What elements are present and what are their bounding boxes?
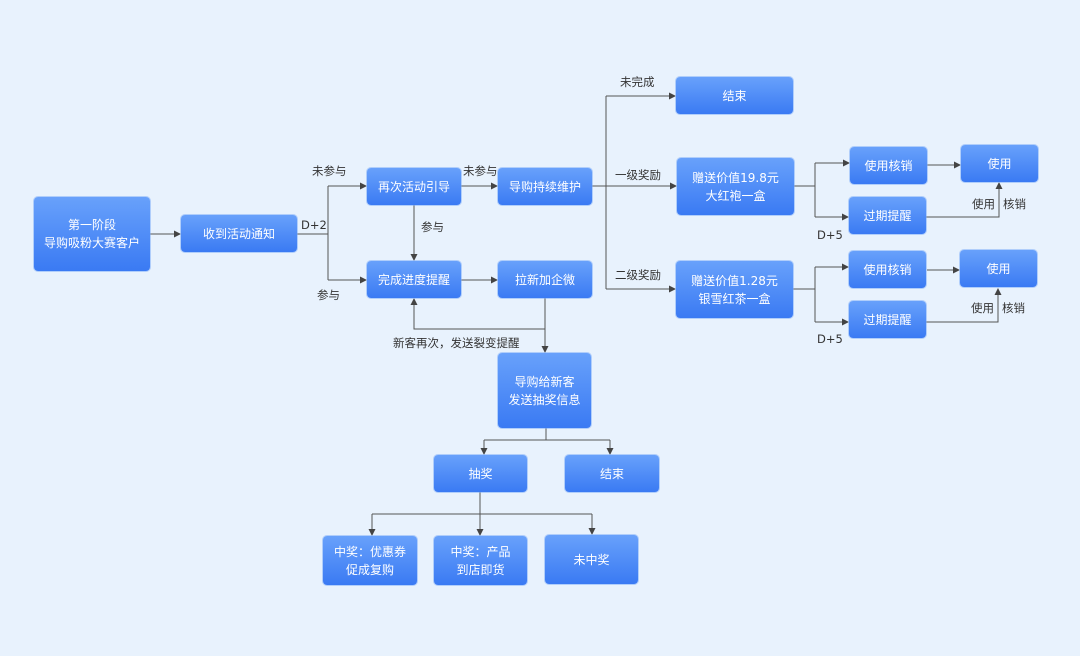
edge bbox=[410, 298, 545, 330]
node-start[interactable]: 第一阶段导购吸粉大赛客户 bbox=[34, 197, 150, 271]
node-text: 赠送价值19.8元 bbox=[692, 170, 779, 185]
edge-label: D+5 bbox=[817, 228, 843, 242]
edge-label: 二级奖励 bbox=[615, 268, 661, 282]
edge bbox=[372, 492, 592, 515]
edge bbox=[926, 288, 1002, 323]
node-text: 再次活动引导 bbox=[377, 179, 450, 194]
node-text: 过期提醒 bbox=[863, 208, 912, 223]
node-win-product[interactable]: 中奖：产品到店即货 bbox=[434, 536, 527, 585]
node-win-coupon[interactable]: 中奖：优惠券促成复购 bbox=[323, 536, 417, 585]
edge-label: 新客再次，发送裂变提醒 bbox=[393, 336, 520, 350]
edge bbox=[297, 186, 329, 280]
edge bbox=[592, 96, 607, 289]
node-maintain[interactable]: 导购持续维护 bbox=[498, 168, 592, 205]
node-text: 使用核销 bbox=[864, 158, 913, 173]
node-lottery-info[interactable]: 导购给新客发送抽奖信息 bbox=[498, 353, 591, 428]
node-end-top[interactable]: 结束 bbox=[676, 77, 793, 114]
node-text: 第一阶段 bbox=[67, 218, 116, 232]
node-progress[interactable]: 完成进度提醒 bbox=[367, 261, 461, 298]
node-text: 导购持续维护 bbox=[508, 179, 581, 194]
edge bbox=[484, 428, 610, 441]
edge-label: 参与 bbox=[421, 220, 444, 234]
node-text: 导购给新客 bbox=[514, 374, 575, 389]
node-text: 收到活动通知 bbox=[202, 226, 275, 241]
node-use-2[interactable]: 使用 bbox=[960, 250, 1037, 287]
node-text: 完成进度提醒 bbox=[377, 272, 450, 287]
edge-label: 使用 bbox=[972, 197, 995, 211]
node-text: 导购吸粉大赛客户 bbox=[43, 236, 140, 250]
node-text: 发送抽奖信息 bbox=[508, 392, 581, 407]
node-text: 使用 bbox=[986, 261, 1011, 276]
node-gift1[interactable]: 赠送价值19.8元大红袍一盒 bbox=[677, 158, 794, 215]
node-use-verify-2[interactable]: 使用核销 bbox=[849, 251, 926, 288]
node-text: 中奖：产品 bbox=[450, 544, 511, 559]
node-reguide[interactable]: 再次活动引导 bbox=[367, 168, 461, 205]
node-text: 拉新加企微 bbox=[514, 272, 575, 287]
node-gift2[interactable]: 赠送价值1.28元银雪红茶一盒 bbox=[676, 261, 793, 318]
node-text: 大红袍一盒 bbox=[705, 188, 766, 203]
edge-label: 未参与 bbox=[312, 164, 347, 178]
node-text: 促成复购 bbox=[345, 562, 394, 577]
node-text: 到店即货 bbox=[456, 562, 505, 577]
node-text: 银雪红茶一盒 bbox=[698, 291, 771, 306]
node-lottery[interactable]: 抽奖 bbox=[434, 455, 527, 492]
node-text: 抽奖 bbox=[468, 466, 493, 481]
node-text: 结束 bbox=[722, 88, 747, 103]
edge bbox=[926, 182, 1003, 218]
node-text: 使用核销 bbox=[863, 262, 912, 277]
node-text: 使用 bbox=[987, 156, 1012, 171]
edge-label: 未完成 bbox=[620, 75, 655, 89]
node-expire-1[interactable]: 过期提醒 bbox=[849, 197, 926, 234]
node-use-verify-1[interactable]: 使用核销 bbox=[850, 147, 927, 184]
edge-label: 核销 bbox=[1002, 301, 1025, 315]
edge-label: 使用 bbox=[971, 301, 994, 315]
edge bbox=[794, 163, 816, 217]
node-no-win[interactable]: 未中奖 bbox=[545, 535, 638, 584]
node-wechat[interactable]: 拉新加企微 bbox=[498, 261, 592, 298]
node-text: 未中奖 bbox=[573, 552, 610, 567]
edge-label: 一级奖励 bbox=[615, 168, 661, 182]
edge-label: D+5 bbox=[817, 332, 843, 346]
node-use-1[interactable]: 使用 bbox=[961, 145, 1038, 182]
edge-label: 未参与 bbox=[463, 164, 498, 178]
edge-label: 参与 bbox=[317, 288, 340, 302]
node-end-bottom[interactable]: 结束 bbox=[565, 455, 659, 492]
node-notify[interactable]: 收到活动通知 bbox=[181, 215, 297, 252]
edge bbox=[793, 267, 816, 322]
node-text: 过期提醒 bbox=[863, 312, 912, 327]
node-text: 赠送价值1.28元 bbox=[691, 273, 778, 288]
node-text: 结束 bbox=[599, 466, 624, 481]
edge-label: D+2 bbox=[301, 218, 327, 232]
node-expire-2[interactable]: 过期提醒 bbox=[849, 301, 926, 338]
edge-label: 核销 bbox=[1003, 197, 1026, 211]
node-text: 中奖：优惠券 bbox=[333, 544, 406, 559]
